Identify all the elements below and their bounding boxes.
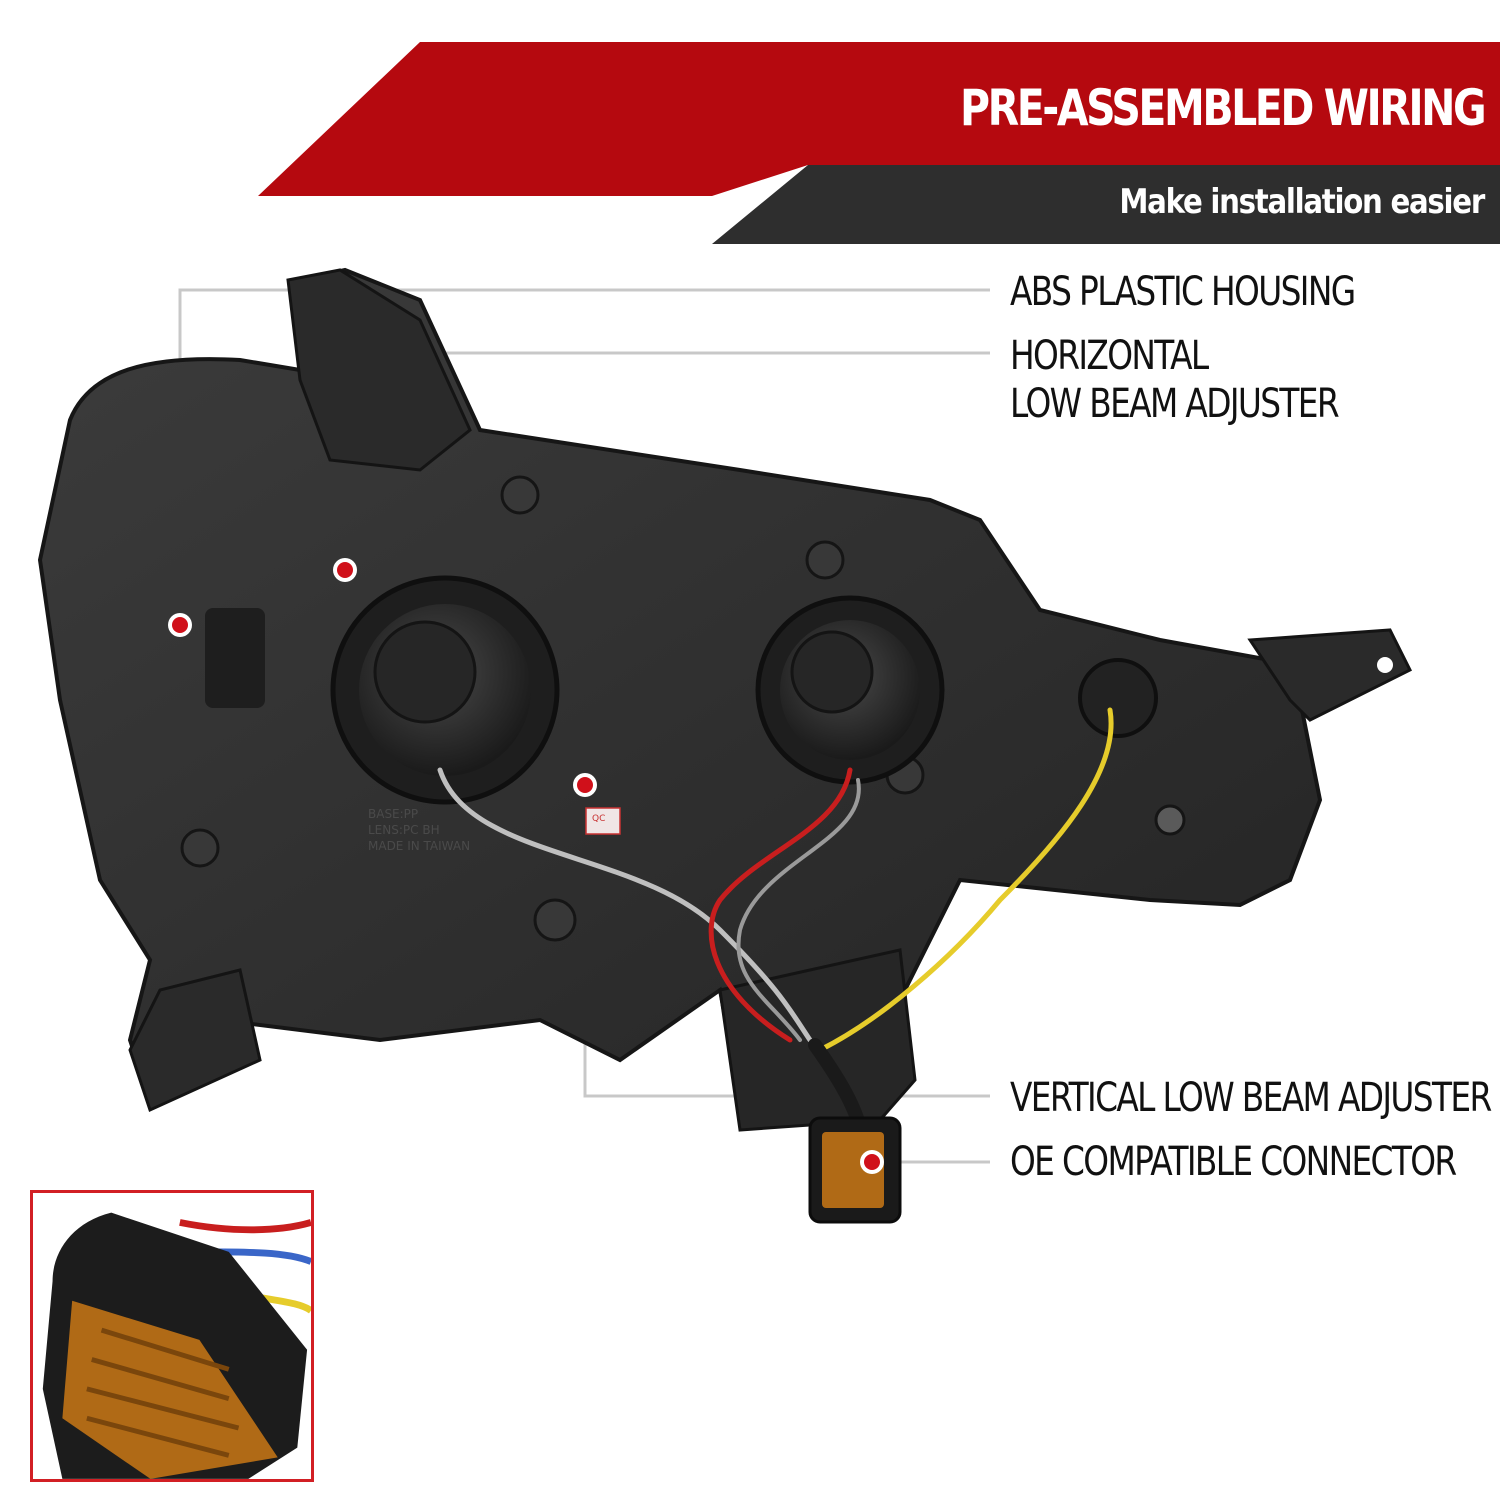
bolt xyxy=(1154,804,1186,836)
high-beam-socket xyxy=(755,595,945,785)
mounting-tab-left xyxy=(205,608,265,708)
low-beam-socket xyxy=(330,575,560,805)
embossed-text: BASE:PP LENS:PC BH MADE IN TAIWAN xyxy=(368,807,470,853)
bolt xyxy=(180,828,220,868)
side-marker-socket xyxy=(1078,658,1158,738)
mounting-bracket-right xyxy=(1247,628,1413,722)
embossed-line: BASE:PP xyxy=(368,807,418,821)
callout-line: LOW BEAM ADJUSTER xyxy=(1010,381,1340,427)
housing-shell xyxy=(37,267,1323,1104)
connector-closeup-image xyxy=(33,1193,311,1479)
headlight-housing xyxy=(37,267,1413,1132)
marker-vertical-adjuster-dot xyxy=(577,777,593,793)
wire-red xyxy=(708,767,853,1043)
banner-subtitle: Make installation easier xyxy=(1119,182,1485,222)
marker-connector-dot xyxy=(864,1154,880,1170)
callout-horizontal-low-beam-adjuster: HORIZONTAL LOW BEAM ADJUSTER xyxy=(1010,332,1340,428)
callout-abs-plastic-housing: ABS PLASTIC HOUSING xyxy=(1010,268,1356,316)
callout-line: HORIZONTAL xyxy=(1010,333,1209,379)
closeup-wire-red xyxy=(179,1219,311,1234)
mounting-bracket-bottom xyxy=(128,968,262,1113)
closeup-connector-ribs xyxy=(86,1327,240,1458)
qc-sticker: QC xyxy=(585,807,621,835)
callout-oe-compatible-connector: OE COMPATIBLE CONNECTOR xyxy=(1010,1138,1457,1186)
embossed-line: LENS:PC BH xyxy=(368,823,440,837)
callout-vertical-low-beam-adjuster: VERTICAL LOW BEAM ADJUSTER xyxy=(1010,1074,1492,1122)
marker-horizontal-adjuster-dot xyxy=(337,562,353,578)
wire-grey xyxy=(437,767,813,1043)
oe-connector xyxy=(808,1116,902,1224)
qc-label: QC xyxy=(592,814,605,824)
closeup-connector-latch xyxy=(62,1300,278,1479)
banner-title: PRE-ASSEMBLED WIRING xyxy=(959,79,1487,137)
wire-grey-2 xyxy=(736,778,861,1042)
callout-line: VERTICAL LOW BEAM ADJUSTER xyxy=(1010,1075,1492,1121)
mounting-bracket-top xyxy=(286,268,472,472)
callout-markers xyxy=(168,558,884,1174)
bolt xyxy=(500,475,540,515)
bracket-hole-right xyxy=(1377,657,1393,673)
marker-abs-housing-dot xyxy=(172,617,188,633)
bolt xyxy=(805,540,845,580)
embossed-line: MADE IN TAIWAN xyxy=(368,839,470,853)
bolt xyxy=(533,898,577,942)
callout-line: ABS PLASTIC HOUSING xyxy=(1010,269,1356,315)
callout-line: OE COMPATIBLE CONNECTOR xyxy=(1010,1139,1457,1185)
wire-yellow xyxy=(817,707,1114,1053)
connector-closeup-inset xyxy=(30,1190,314,1482)
